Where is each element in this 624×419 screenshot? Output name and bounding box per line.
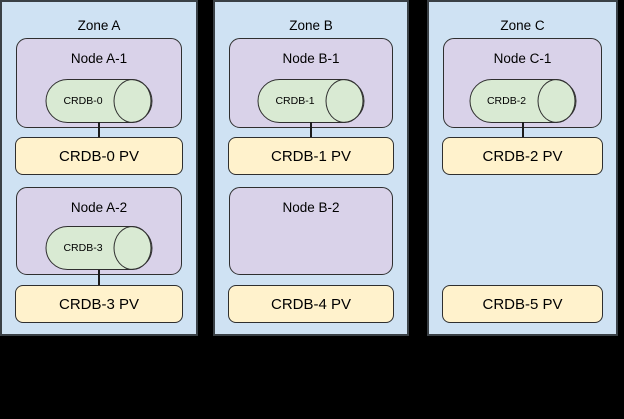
node-c-1-title: Node C-1 — [493, 51, 552, 66]
zone-c-title: Zone C — [500, 18, 545, 33]
cylinder-cap-icon — [537, 79, 575, 123]
pv-crdb-0: CRDB-0 PV — [15, 137, 183, 175]
node-a-1-title: Node A-1 — [70, 51, 128, 66]
pv-crdb-3: CRDB-3 PV — [15, 285, 183, 323]
connector-pod0-pv0 — [98, 122, 100, 138]
zone-b-title: Zone B — [289, 18, 333, 33]
zone-b: Zone B Node B-1 CRDB-1 CRDB-1 PV Node B-… — [213, 0, 409, 336]
connector-pod3-pv3 — [98, 270, 100, 286]
pod-crdb-3-label: CRDB-3 — [63, 242, 103, 254]
node-b-1: Node B-1 CRDB-1 — [229, 38, 393, 128]
pod-crdb-1: CRDB-1 — [257, 79, 365, 123]
cylinder-cap-icon — [325, 79, 364, 123]
cylinder-cap-icon — [113, 226, 152, 270]
node-a-2-title: Node A-2 — [70, 200, 128, 215]
pv-crdb-4: CRDB-4 PV — [228, 285, 394, 323]
node-c-1: Node C-1 CRDB-2 — [443, 38, 602, 128]
node-b-2: Node B-2 — [229, 187, 393, 275]
pv-crdb-1: CRDB-1 PV — [228, 137, 394, 175]
pod-crdb-3: CRDB-3 — [45, 226, 153, 270]
connector-pod1-pv1 — [310, 122, 312, 138]
zone-c: Zone C Node C-1 CRDB-2 CRDB-2 PV CRDB-5 … — [427, 0, 618, 336]
pod-crdb-2: CRDB-2 — [469, 79, 576, 123]
connector-pod2-pv2 — [521, 122, 524, 138]
pod-crdb-0: CRDB-0 — [45, 79, 153, 123]
zone-a-title: Zone A — [77, 18, 121, 33]
pod-crdb-1-label: CRDB-1 — [275, 95, 315, 107]
pod-crdb-2-label: CRDB-2 — [486, 95, 527, 107]
node-a-2: Node A-2 CRDB-3 — [16, 187, 182, 275]
node-a-1: Node A-1 CRDB-0 — [16, 38, 182, 128]
pv-crdb-2: CRDB-2 PV — [442, 137, 603, 175]
cylinder-cap-icon — [113, 79, 152, 123]
pod-crdb-0-label: CRDB-0 — [63, 95, 103, 107]
node-b-2-title: Node B-2 — [282, 200, 340, 215]
pv-crdb-5: CRDB-5 PV — [442, 285, 603, 323]
node-b-1-title: Node B-1 — [282, 51, 340, 66]
zone-a: Zone A Node A-1 CRDB-0 CRDB-0 PV Node A-… — [0, 0, 198, 336]
